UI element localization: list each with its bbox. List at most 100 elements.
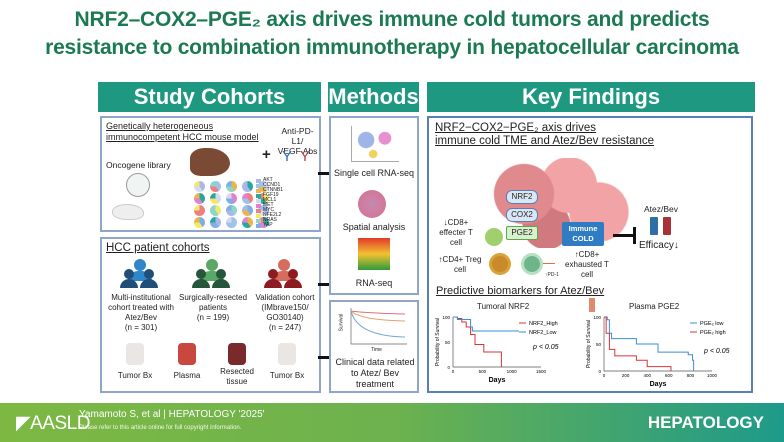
tumor-pie: [194, 193, 205, 204]
graphical-abstract-title: NRF2–COX2–PGE₂ axis drives immune cold t…: [0, 6, 784, 62]
legend-swatch: [256, 198, 261, 203]
survival-curves-icon: [350, 308, 407, 345]
survival-curve: [604, 316, 672, 371]
tumor-pie: [258, 217, 269, 228]
treg-label: ↑CD4+ Treg cell: [438, 255, 482, 274]
tumor-pie: [226, 193, 237, 204]
sample-icon: [228, 343, 246, 365]
plot1-title: Tumoral NRF2: [477, 302, 530, 311]
journal-logo: HEPATOLOGY: [647, 413, 764, 432]
sample-type-label: Plasma: [173, 371, 201, 380]
biomarkers-heading: Predictive biomarkers for Atez/Bev: [436, 285, 605, 297]
y-tick: 0: [598, 369, 601, 374]
y-tick: 50: [445, 340, 451, 345]
antibodies-label: Anti-PD-L1/VEGF Abs: [277, 126, 318, 156]
legend-swatch: [256, 183, 261, 188]
time-axis-label: Time: [371, 347, 382, 353]
inhibition-icon: [613, 234, 633, 237]
legend-item: MCL1: [256, 198, 283, 203]
pathway-cox2: COX2: [506, 208, 538, 222]
sample-icon: [178, 343, 196, 365]
atezolizumab-vial-icon: [650, 217, 658, 235]
spatial-tissue-icon: [358, 190, 386, 218]
x-tick: 200: [622, 373, 630, 378]
legend-item: MET: [256, 203, 283, 208]
legend-swatch: [256, 188, 261, 193]
tumor-pie: [242, 217, 253, 228]
pd1-receptor-icon: [543, 263, 555, 264]
tumor-pie: [242, 205, 253, 216]
tumor-pie: [210, 217, 221, 228]
liver-tumor-icon: [190, 148, 230, 176]
tumor-pie: [258, 193, 269, 204]
legend-swatch: [256, 208, 261, 213]
legend-item: CCND1: [256, 183, 283, 188]
pathway-nrf2: NRF2: [506, 190, 538, 204]
cohort-people-icon: [120, 259, 164, 289]
methods-header: Methods: [328, 82, 419, 112]
x-axis-label: Days: [489, 377, 506, 384]
legend-swatch: [256, 213, 261, 218]
x-tick: 1000: [507, 369, 518, 374]
umap-plot-icon: [351, 126, 399, 162]
y-tick: 0: [447, 365, 450, 370]
y-tick: 100: [442, 315, 450, 320]
x-tick: 0: [452, 369, 455, 374]
title-line-1: NRF2–COX2–PGE₂ axis drives immune cold t…: [74, 8, 710, 31]
legend-swatch: [256, 178, 261, 183]
x-tick: 600: [665, 373, 673, 378]
tumor-pie: [258, 205, 269, 216]
sample-type-label: Tumor Bx: [269, 371, 305, 380]
y-axis-label: Probability of Survival: [435, 318, 441, 366]
p-value: p < 0.05: [703, 348, 730, 355]
footer-bar: ◤AASLD Yamamoto S, et al | HEPATOLOGY '2…: [0, 403, 784, 442]
sample-icon: [278, 343, 296, 365]
x-axis-label: Days: [650, 381, 667, 388]
method-label: RNA-seq: [355, 278, 393, 288]
pd1-label: ↑PD-1: [545, 272, 559, 278]
treg-cell-icon: [489, 253, 511, 275]
legend-label: PGE₂ high: [700, 330, 726, 336]
x-tick: 400: [643, 373, 651, 378]
survival-curve: [604, 316, 695, 371]
mouse-icon: [112, 204, 144, 220]
x-tick: 800: [687, 373, 695, 378]
citation: Yamamoto S, et al | HEPATOLOGY '2025': [79, 409, 265, 420]
method-label: Spatial analysis: [342, 222, 406, 232]
legend-item: FGF19: [256, 193, 283, 198]
tumor-pie: [242, 193, 253, 204]
x-tick: 0: [603, 373, 606, 378]
legend-label: NRF2_Low: [529, 330, 557, 336]
y-axis-label: Probability of Survival: [586, 320, 592, 368]
survival-axis-label: Survival: [338, 313, 345, 332]
legend-item: AKT: [256, 178, 283, 183]
methods-panel: Single cell RNA-seq Spatial analysis RNA…: [329, 116, 419, 295]
cohort-label: Multi-institutional cohort treated with …: [108, 293, 174, 332]
clinical-data-label: Clinical data related to Atez/ Bev treat…: [335, 357, 415, 389]
p-value: p < 0.05: [532, 344, 559, 351]
legend-item: MYC: [256, 208, 283, 213]
cohort-people-icon: [264, 259, 308, 289]
clinical-data-panel: Survival Time Clinical data related to A…: [329, 300, 419, 393]
survival-curve: [453, 316, 502, 367]
tumor-pie: [210, 181, 221, 192]
immune-cold-badge: Immune COLD: [562, 222, 604, 246]
drug-label: Atez/Bev: [644, 204, 679, 214]
tumor-pie: [226, 217, 237, 228]
key-findings-header: Key Findings: [427, 82, 755, 112]
method-label: Single cell RNA-seq: [333, 168, 415, 178]
legend-item: NFE2L2: [256, 213, 283, 218]
title-line-2: resistance to combination immunotherapy …: [45, 36, 739, 59]
x-tick: 500: [479, 369, 487, 374]
tumor-cells-illustration: [479, 158, 629, 248]
bevacizumab-vial-icon: [663, 217, 671, 235]
tumor-pie: [258, 181, 269, 192]
oncogene-library-label: Oncogene library: [106, 160, 171, 170]
legend-item: CTNNB1: [256, 188, 283, 193]
legend-label: PGE₂ low: [700, 321, 724, 327]
